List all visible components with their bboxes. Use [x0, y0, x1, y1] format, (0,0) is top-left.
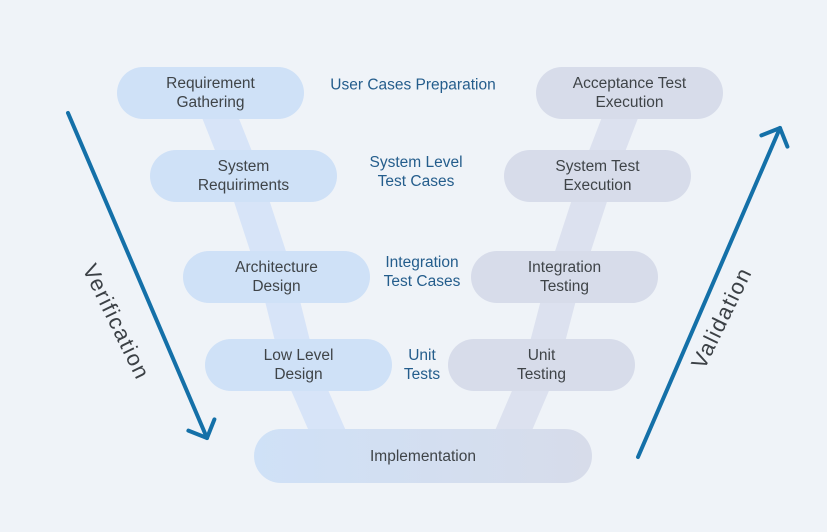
phase-pill-requirement-gathering: Requirement Gathering [117, 67, 304, 119]
phase-pill-low-level-design: Low Level Design [205, 339, 392, 391]
verification-arrow-icon [66, 111, 217, 440]
test-label-unit-tests: Unit Tests [403, 347, 441, 383]
phase-pill-system-requiriments: System Requiriments [150, 150, 337, 202]
phase-pill-system-test-execution: System Test Execution [504, 150, 691, 202]
phase-pill-acceptance-test-execution: Acceptance Test Execution [536, 67, 723, 119]
test-label-system-level-test-cases: System Level Test Cases [369, 154, 463, 190]
phase-pill-integration-testing: Integration Testing [471, 251, 658, 303]
phase-pill-unit-testing: Unit Testing [448, 339, 635, 391]
validation-arrow-icon [636, 126, 790, 459]
phase-pill-implementation: Implementation [254, 429, 592, 483]
test-label-user-cases-preparation: User Cases Preparation [330, 76, 496, 94]
test-label-integration-test-cases: Integration Test Cases [383, 254, 461, 290]
phase-pill-architecture-design: Architecture Design [183, 251, 370, 303]
